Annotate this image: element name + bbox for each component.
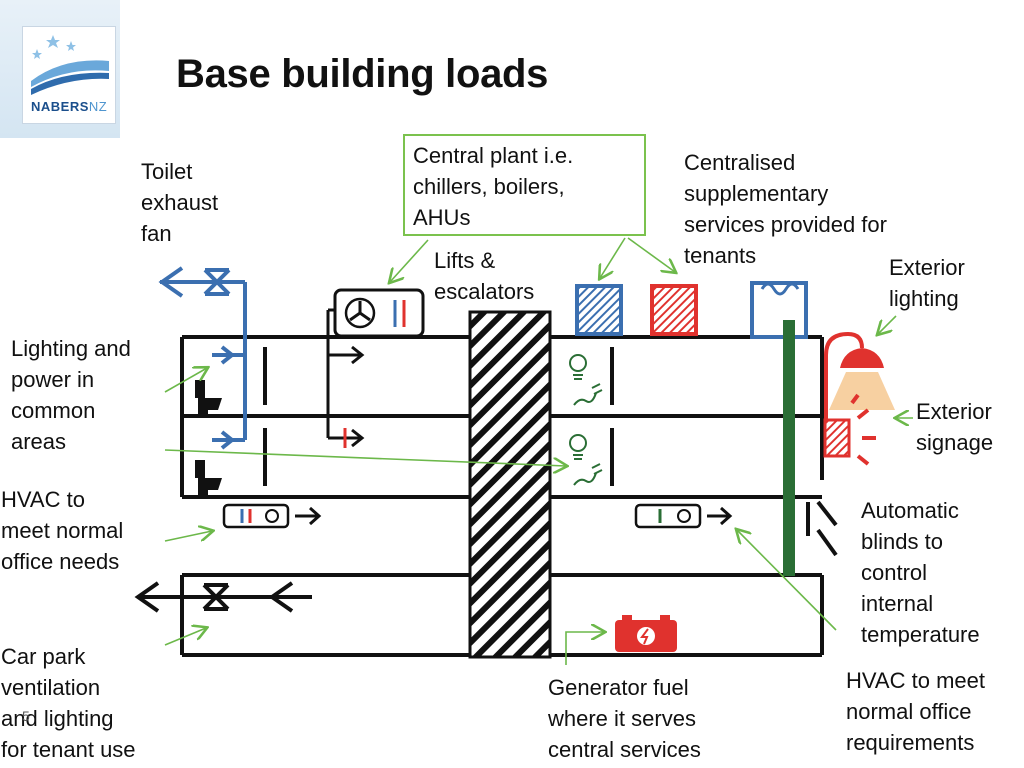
label-exterior-lighting: Exterior lighting — [889, 255, 965, 311]
plant-supply-duct — [326, 308, 365, 448]
toilet-icon — [195, 460, 222, 497]
power-plug-icon — [573, 463, 603, 486]
label-toilet-exhaust: Toilet exhaust fan — [141, 159, 219, 246]
label-hvac-normal-office-needs: HVAC to meet normal office needs — [1, 487, 124, 574]
chiller-icon — [575, 284, 623, 336]
toilet-exhaust-duct — [158, 266, 247, 450]
boiler-icon — [650, 284, 698, 336]
label-lighting-power: Lighting and power in common areas — [11, 336, 131, 454]
label-car-park: Car park ventilation and lighting for te… — [1, 644, 136, 762]
pointer-arrows — [164, 237, 913, 665]
logo-wordmark: NABERSNZ — [31, 99, 107, 114]
light-bulb-icon — [569, 354, 587, 380]
supplementary-riser — [750, 281, 808, 576]
label-hvac-normal-office-requirements: HVAC to meet normal office requirements — [846, 668, 985, 755]
page-title: Base building loads — [176, 52, 549, 96]
power-plug-icon — [573, 383, 603, 406]
automatic-blinds-icon — [806, 500, 838, 557]
logo-suffix: NZ — [88, 99, 108, 114]
central-plant-ahu-icon — [333, 288, 425, 338]
fan-coil-unit-icon — [222, 503, 322, 529]
car-park-exhaust-duct — [134, 581, 312, 613]
lift-shaft — [468, 310, 552, 659]
page-number: 5 — [22, 708, 30, 724]
label-central-plant: Central plant i.e. chillers, boilers, AH… — [413, 143, 574, 230]
label-centralised-services: Centralised supplementary services provi… — [684, 150, 887, 268]
generator-icon — [615, 615, 677, 652]
car-park-damper-icon — [202, 583, 230, 611]
nabers-nz-logo: NABERSNZ — [0, 0, 120, 138]
fan-coil-unit-icon — [634, 503, 733, 529]
logo-brand: NABERS — [31, 99, 89, 114]
exterior-signage-icon — [823, 393, 876, 466]
exterior-light-icon — [824, 331, 895, 455]
label-exterior-signage: Exterior signage — [916, 399, 994, 455]
logo-stars-icon — [31, 35, 109, 95]
light-bulb-icon — [569, 434, 587, 460]
toilet-icon — [195, 380, 222, 416]
logo-badge: NABERSNZ — [22, 26, 116, 124]
label-automatic-blinds: Automatic blinds to control internal tem… — [861, 498, 980, 647]
label-lifts: Lifts & escalators — [434, 248, 535, 304]
exhaust-damper-icon — [203, 268, 231, 296]
central-plant-callout-box — [403, 134, 646, 236]
label-generator: Generator fuel where it serves central s… — [548, 675, 701, 762]
